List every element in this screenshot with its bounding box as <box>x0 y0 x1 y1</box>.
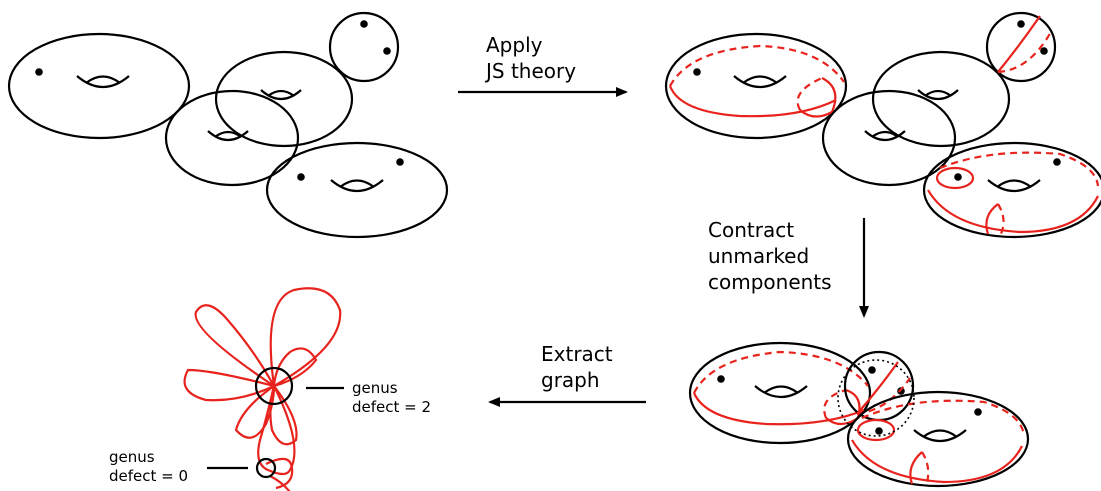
marked-point <box>1040 47 1048 55</box>
ribbon-graph <box>183 287 344 491</box>
step-extract-label: Extract graph <box>541 341 613 393</box>
marked-point <box>35 68 43 76</box>
step-contract-line2: unmarked <box>708 244 810 268</box>
step-apply-line2: JS theory <box>486 59 577 83</box>
torus-left-contracted <box>688 341 872 445</box>
torus-top-middle <box>214 50 354 148</box>
torus-top-middle-js <box>871 50 1011 148</box>
marked-point <box>717 375 725 383</box>
vertex-genus-defect-2 <box>254 366 294 406</box>
annotation-small-line2: defect = 0 <box>109 467 189 485</box>
small-vertex-loop <box>265 457 294 491</box>
marked-point <box>974 408 982 416</box>
torus-middle <box>164 89 300 187</box>
annotation-big-line2: defect = 2 <box>352 398 432 416</box>
step-apply-label: Apply JS theory <box>486 32 576 84</box>
torus-right-contracted <box>846 390 1030 488</box>
marked-point <box>1017 20 1025 28</box>
marked-point <box>875 427 883 435</box>
step-extract-line1: Extract <box>541 342 613 366</box>
torus-left <box>7 32 191 140</box>
sphere-top-right-js <box>985 11 1057 83</box>
annotation-genus-defect-2: genus defect = 2 <box>352 379 431 417</box>
torus-bottom <box>265 141 449 239</box>
annotation-big-line1: genus <box>352 379 398 397</box>
marked-point <box>1053 158 1061 166</box>
marked-point <box>954 173 962 181</box>
torus-left-js <box>664 32 848 140</box>
graph-loops <box>183 287 342 476</box>
annotation-small-line1: genus <box>109 448 155 466</box>
marked-point <box>693 68 701 76</box>
marked-point <box>360 20 368 28</box>
marked-point <box>383 47 391 55</box>
step-extract-line2: graph <box>541 368 600 392</box>
contraction-neighbourhood <box>837 359 915 437</box>
step-contract-label: Contract unmarked components <box>708 217 832 295</box>
step-contract-line1: Contract <box>708 218 795 242</box>
torus-middle-js <box>821 89 957 187</box>
torus-bottom-js <box>922 141 1101 239</box>
sphere-top-right <box>328 11 400 83</box>
contracted-surface <box>688 341 1030 488</box>
marked-point <box>297 173 305 181</box>
marked-point <box>868 366 876 374</box>
annotation-genus-defect-0: genus defect = 0 <box>109 448 188 486</box>
step-apply-line1: Apply <box>486 33 543 57</box>
vertex-genus-defect-0 <box>255 457 277 479</box>
original-surface <box>7 11 449 239</box>
marked-point <box>396 158 404 166</box>
jenkins-strebel-decomposition <box>664 11 1101 239</box>
sphere-contracted <box>843 350 915 422</box>
step-contract-line3: components <box>708 270 832 294</box>
